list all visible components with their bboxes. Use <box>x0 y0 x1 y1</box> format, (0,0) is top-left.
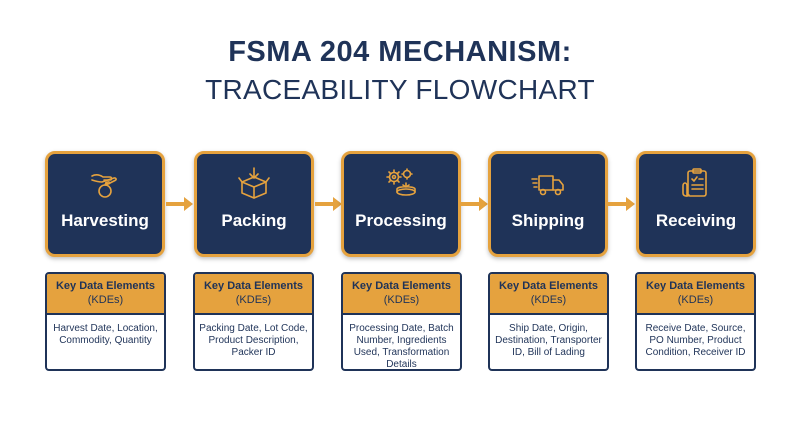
kde-subtitle: (KDEs) <box>235 294 272 306</box>
kde-header: Key Data Elements (KDEs) <box>195 274 312 315</box>
kde-body: Receive Date, Source, PO Number, Product… <box>645 323 746 358</box>
arrow-right-icon <box>608 196 636 212</box>
step-packing: Packing <box>194 151 314 257</box>
truck-icon <box>531 166 565 200</box>
page-title: FSMA 204 MECHANISM: <box>228 36 572 68</box>
kde-box-harvesting: Key Data Elements (KDEs) Harvest Date, L… <box>45 272 166 371</box>
hand-harvest-icon <box>88 166 122 200</box>
kde-subtitle: (KDEs) <box>677 294 714 306</box>
kde-title: Key Data Elements <box>351 280 452 292</box>
step-label: Shipping <box>511 211 585 230</box>
kde-header: Key Data Elements (KDEs) <box>47 274 164 315</box>
kde-body: Processing Date, Batch Number, Ingredien… <box>349 323 454 370</box>
step-label: Processing <box>355 211 447 230</box>
step-processing: Processing <box>341 151 461 257</box>
kde-header: Key Data Elements (KDEs) <box>343 274 460 315</box>
kde-title: Key Data Elements <box>203 280 304 292</box>
kde-subtitle: (KDEs) <box>87 294 124 306</box>
kde-box-receiving: Key Data Elements (KDEs) Receive Date, S… <box>635 272 756 371</box>
kde-subtitle: (KDEs) <box>383 294 420 306</box>
kde-body: Ship Date, Origin, Destination, Transpor… <box>495 323 602 358</box>
kde-header: Key Data Elements (KDEs) <box>490 274 607 315</box>
kde-box-processing: Key Data Elements (KDEs) Processing Date… <box>341 272 462 371</box>
kde-body: Packing Date, Lot Code, Product Descript… <box>199 323 308 358</box>
arrow-right-icon <box>461 196 489 212</box>
kde-title: Key Data Elements <box>498 280 599 292</box>
step-shipping: Shipping <box>488 151 608 257</box>
step-receiving: Receiving <box>636 151 756 257</box>
box-icon <box>237 166 271 200</box>
step-harvesting: Harvesting <box>45 151 165 257</box>
kde-subtitle: (KDEs) <box>530 294 567 306</box>
step-label: Receiving <box>655 211 737 230</box>
kde-body: Harvest Date, Location, Commodity, Quant… <box>53 323 158 346</box>
kde-box-packing: Key Data Elements (KDEs) Packing Date, L… <box>193 272 314 371</box>
kde-box-shipping: Key Data Elements (KDEs) Ship Date, Orig… <box>488 272 609 371</box>
arrow-right-icon <box>166 196 194 212</box>
step-label: Packing <box>221 211 287 230</box>
kde-title: Key Data Elements <box>55 280 156 292</box>
kde-title: Key Data Elements <box>645 280 746 292</box>
gears-icon <box>384 166 418 200</box>
step-label: Harvesting <box>61 211 149 230</box>
clipboard-check-icon <box>679 166 713 200</box>
arrow-right-icon <box>315 196 343 212</box>
kde-header: Key Data Elements (KDEs) <box>637 274 754 315</box>
page-subtitle: TRACEABILITY FLOWCHART <box>205 74 595 105</box>
